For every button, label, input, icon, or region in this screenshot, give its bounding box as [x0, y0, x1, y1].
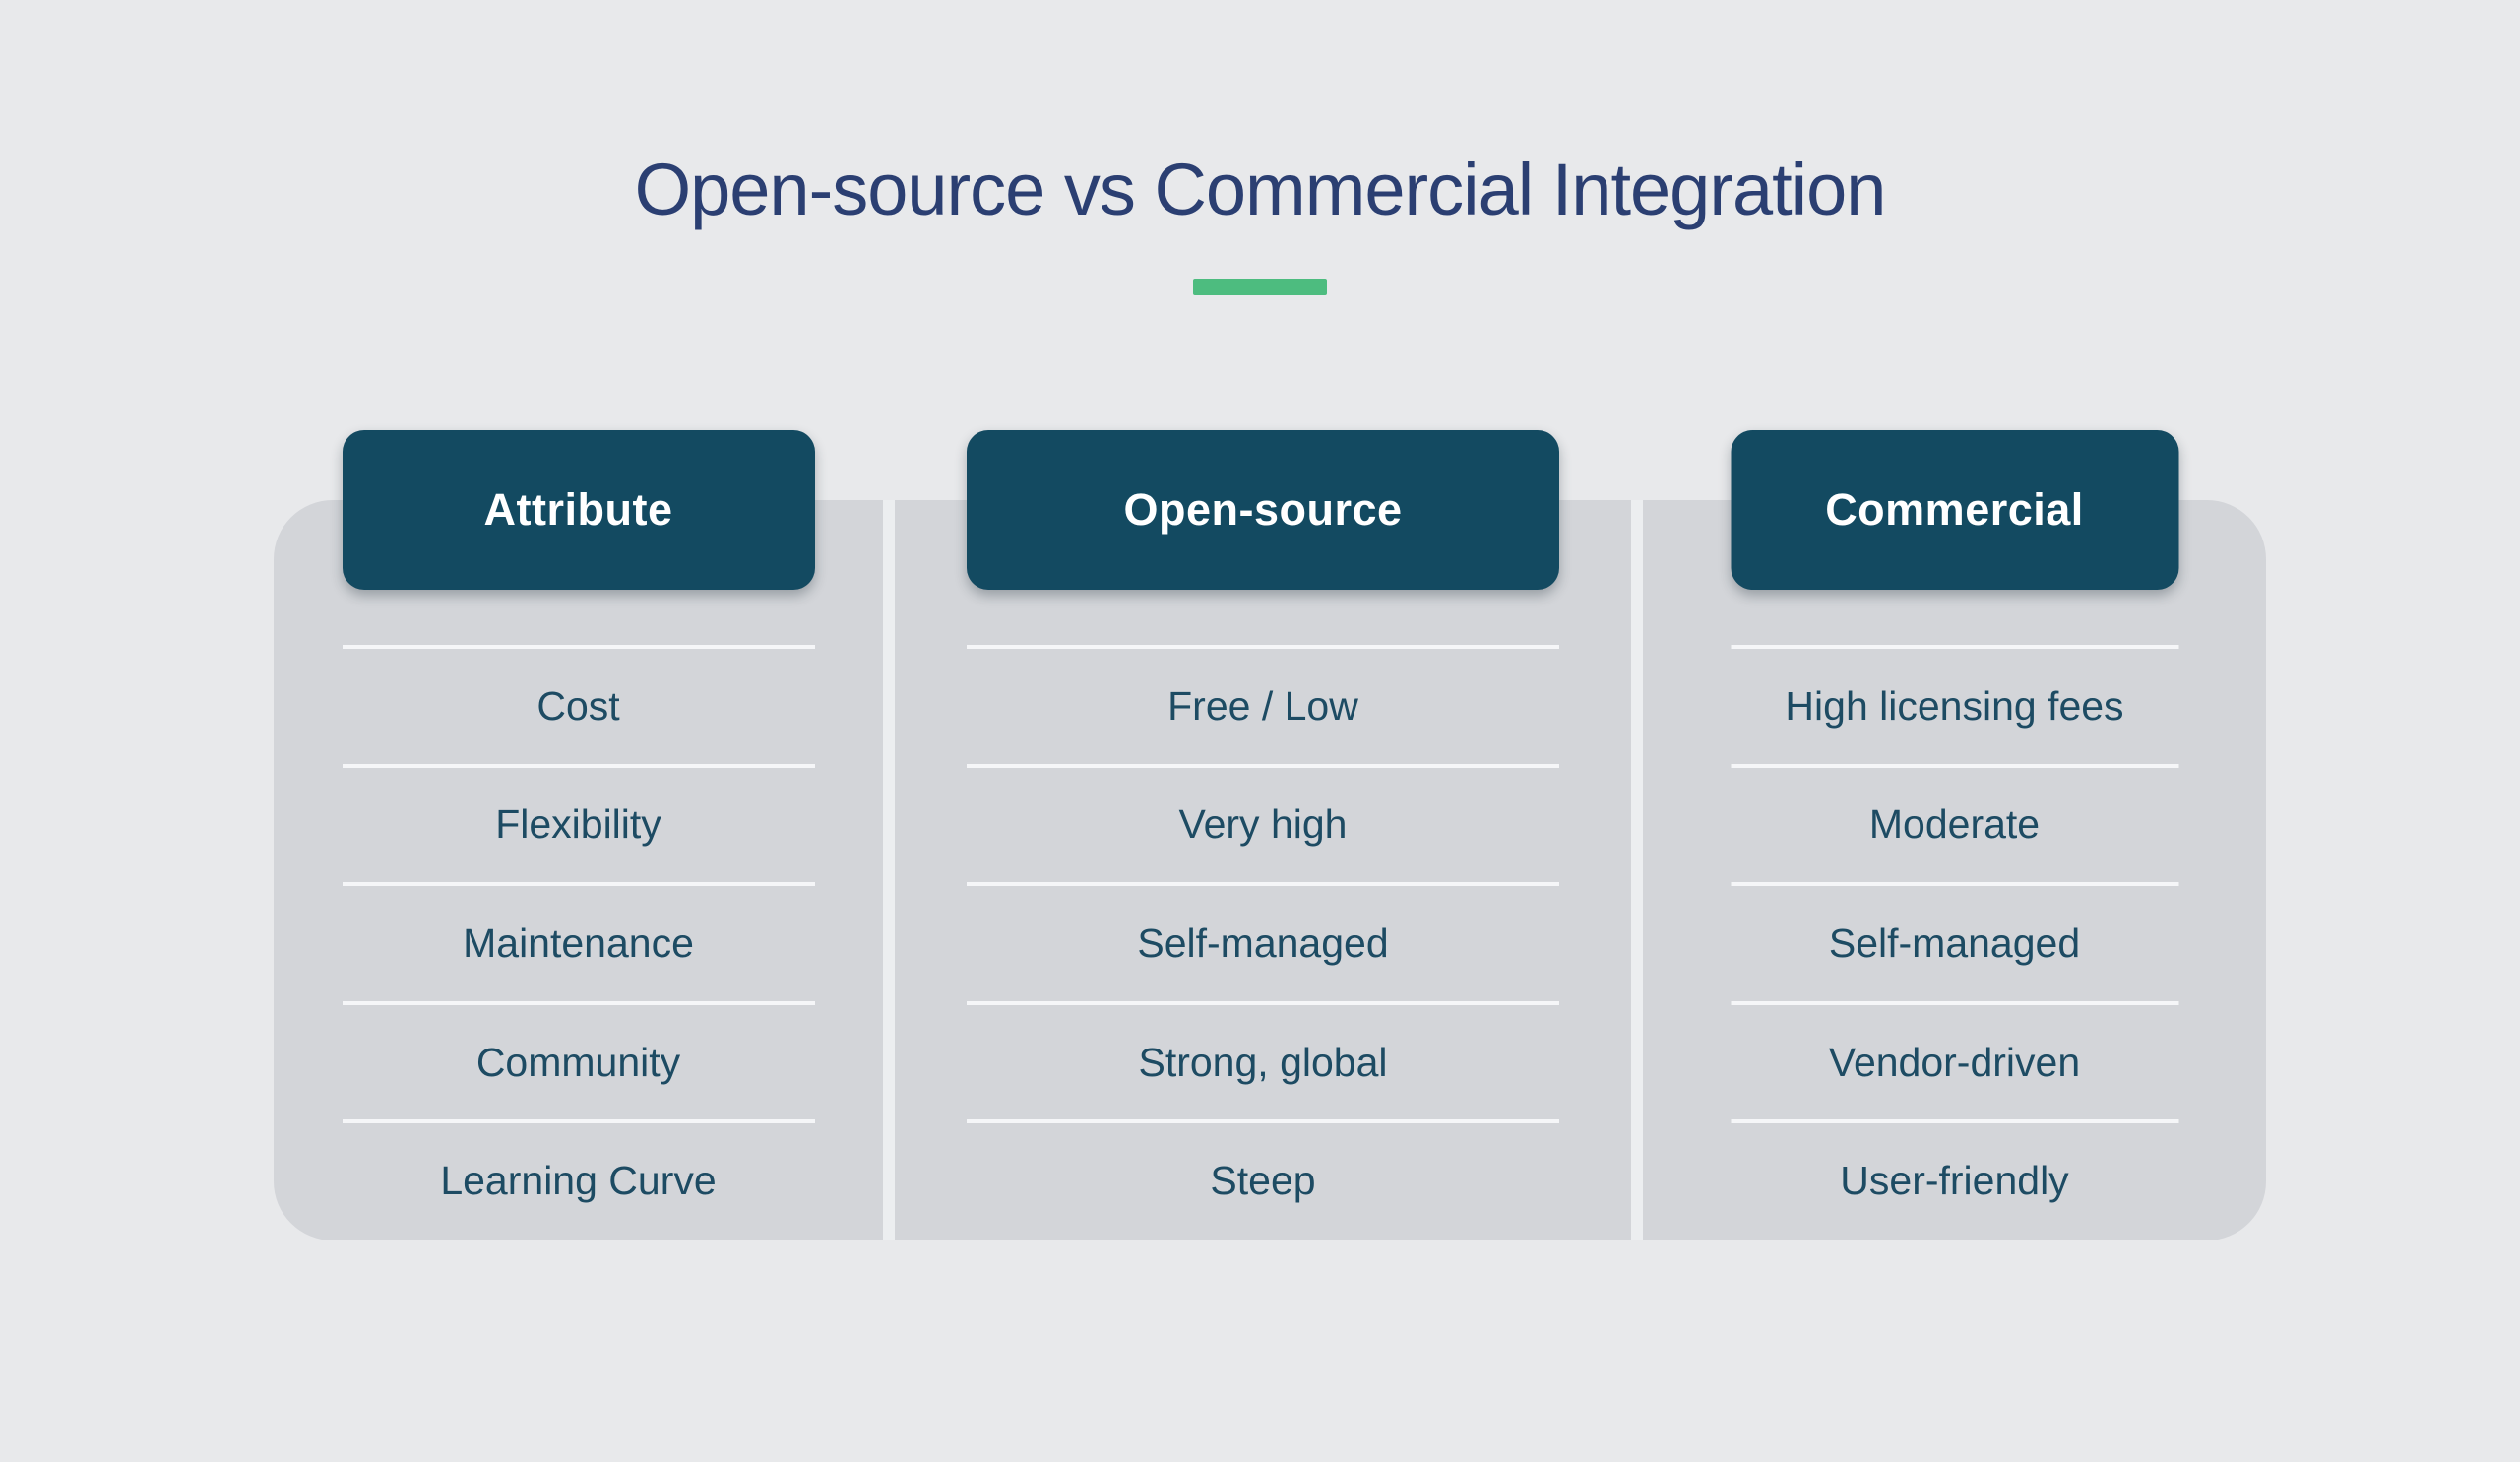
commercial-rows: High licensing fees Moderate Self-manage…	[1643, 647, 2266, 1240]
column-header-label: Open-source	[1123, 484, 1403, 535]
table-cell: User-friendly	[1643, 1121, 2266, 1240]
column-header-commercial: Commercial	[1731, 430, 2178, 590]
table-cell: Learning Curve	[274, 1121, 883, 1240]
table-cell: Maintenance	[274, 884, 883, 1003]
column-divider	[883, 500, 895, 1240]
column-header-open-source: Open-source	[967, 430, 1559, 590]
cell-text: Vendor-driven	[1828, 1039, 2081, 1085]
table-cell: Moderate	[1643, 766, 2266, 885]
column-open-source: Open-source Free / Low Very high Self-ma…	[895, 430, 1631, 1240]
cell-text: Cost	[536, 682, 620, 729]
cell-text: Very high	[1178, 801, 1348, 848]
cell-text: Self-managed	[1828, 920, 2081, 966]
table-cell: Very high	[895, 766, 1631, 885]
column-header-label: Commercial	[1825, 484, 2084, 535]
table-cell: Strong, global	[895, 1003, 1631, 1122]
column-attribute: Attribute Cost Flexibility Maintenance C…	[274, 430, 883, 1240]
comparison-table: Attribute Cost Flexibility Maintenance C…	[274, 430, 2266, 1240]
cell-text: Self-managed	[1137, 920, 1389, 966]
cell-text: Free / Low	[1167, 682, 1358, 729]
table-cell: Flexibility	[274, 766, 883, 885]
column-commercial: Commercial High licensing fees Moderate …	[1643, 430, 2266, 1240]
cell-text: Learning Curve	[440, 1158, 717, 1204]
table-cell: High licensing fees	[1643, 647, 2266, 766]
cell-text: Moderate	[1868, 801, 2041, 848]
table-cell: Self-managed	[1643, 884, 2266, 1003]
cell-text: User-friendly	[1840, 1158, 2069, 1204]
cell-text: Community	[475, 1039, 681, 1085]
table-cell: Vendor-driven	[1643, 1003, 2266, 1122]
page-title: Open-source vs Commercial Integration	[634, 149, 1887, 230]
table-cell: Free / Low	[895, 647, 1631, 766]
column-divider	[1631, 500, 1643, 1240]
table-cell: Community	[274, 1003, 883, 1122]
table-cell: Self-managed	[895, 884, 1631, 1003]
cell-text: Strong, global	[1138, 1039, 1388, 1085]
title-accent-bar	[1193, 279, 1327, 295]
table-cell: Cost	[274, 647, 883, 766]
column-header-label: Attribute	[483, 484, 673, 535]
cell-text: Maintenance	[463, 920, 694, 966]
table-cell: Steep	[895, 1121, 1631, 1240]
attribute-rows: Cost Flexibility Maintenance Community L…	[274, 647, 883, 1240]
cell-text: Flexibility	[495, 801, 662, 848]
cell-text: High licensing fees	[1785, 682, 2124, 729]
cell-text: Steep	[1210, 1158, 1316, 1204]
open-source-rows: Free / Low Very high Self-managed Strong…	[895, 647, 1631, 1240]
column-header-attribute: Attribute	[342, 430, 815, 590]
